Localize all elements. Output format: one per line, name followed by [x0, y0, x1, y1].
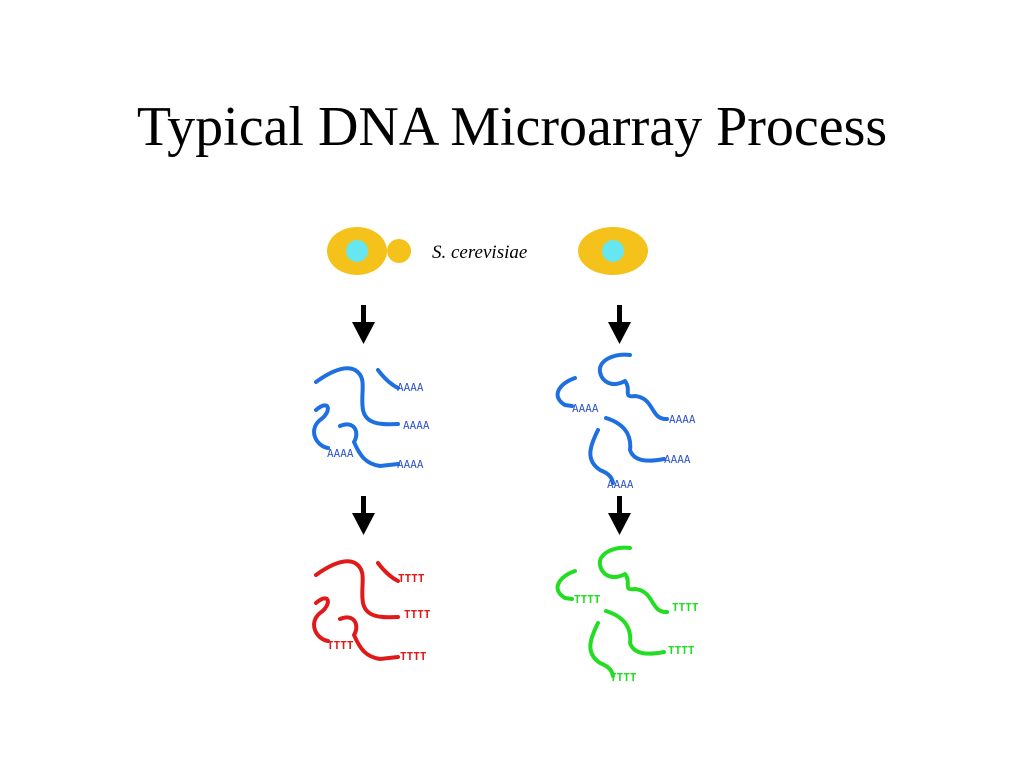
cdna-tails-right: TTTT TTTT TTTT TTTT: [574, 593, 699, 684]
mrna-tail-label: AAAA: [403, 419, 430, 432]
mrna-tails-right: AAAA AAAA AAAA AAAA: [572, 402, 696, 491]
cdna-tail-label: TTTT: [574, 593, 601, 606]
cdna-tail-label: TTTT: [672, 601, 699, 614]
arrow-down-icon: [608, 496, 631, 535]
mrna-tail-label: AAAA: [397, 381, 424, 394]
mrna-tail-label: AAAA: [664, 453, 691, 466]
mrna-tail-label: AAAA: [572, 402, 599, 415]
cdna-tail-label: TTTT: [610, 671, 637, 684]
cdna-tail-label: TTTT: [404, 608, 431, 621]
cdna-tail-label: TTTT: [668, 644, 695, 657]
cdna-tail-label: TTTT: [327, 639, 354, 652]
yeast-cell-right: [578, 227, 648, 275]
cdna-tail-label: TTTT: [398, 572, 425, 585]
cdna-tail-label: TTTT: [400, 650, 427, 663]
nucleus: [346, 240, 368, 262]
mrna-tails-left: AAAA AAAA AAAA AAAA: [327, 381, 430, 471]
mrna-tail-label: AAAA: [669, 413, 696, 426]
arrow-down-icon: [352, 496, 375, 535]
arrow-down-icon: [352, 305, 375, 344]
mrna-tail-label: AAAA: [607, 478, 634, 491]
cdna-strands: [555, 545, 669, 678]
mrna-strands: [555, 352, 669, 485]
mrna-tail-label: AAAA: [397, 458, 424, 471]
bud: [387, 239, 411, 263]
nucleus: [602, 240, 624, 262]
mrna-tail-label: AAAA: [327, 447, 354, 460]
organism-label: S. cerevisiae: [432, 242, 527, 263]
slide-title: Typical DNA Microarray Process: [136, 96, 888, 158]
yeast-cell-left: [327, 227, 411, 275]
cdna-group-right: [555, 545, 669, 678]
cdna-tails-left: TTTT TTTT TTTT TTTT: [327, 572, 431, 663]
arrow-down-icon: [608, 305, 631, 344]
mrna-group-right: [555, 352, 669, 485]
